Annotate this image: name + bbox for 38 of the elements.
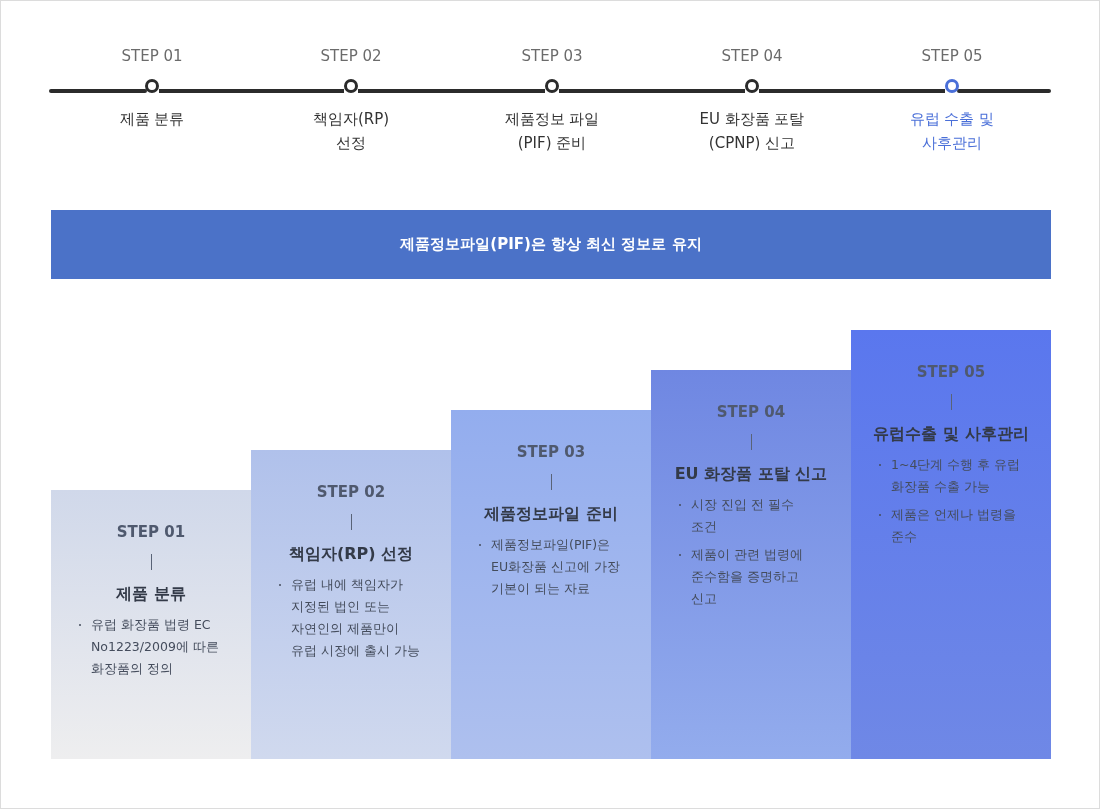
step-number: STEP 03: [516, 442, 586, 463]
bullet-text: 제품정보파일(PIF)은 EU화장품 신고에 가장 기본이 되는 자료: [491, 536, 621, 598]
step-number: STEP 04: [721, 46, 783, 67]
step-label: 책임자(RP) 선정: [311, 109, 391, 154]
step-column: [251, 450, 451, 759]
step-label: 제품정보 파일(PIF) 준비: [504, 109, 600, 154]
step-title: EU 화장품 포탈 신고: [674, 463, 828, 485]
step-column: [451, 410, 651, 759]
bullet-text: 유럽 내에 책임자가 지정된 법인 또는 자연인의 제품만이 유럽 시장에 출시 가능: [291, 576, 421, 660]
bullet-text: 제품은 언제나 법령을 준수: [891, 506, 1017, 546]
step-label: EU 화장품 포탈(CPNP) 신고: [698, 109, 806, 154]
step-title: 제품 분류: [116, 583, 186, 605]
step-title: 책임자(RP) 선정: [288, 543, 414, 565]
timeline-line: [159, 89, 344, 93]
step-number: STEP 03: [521, 46, 583, 67]
step-column: [851, 330, 1051, 759]
step-number: STEP 01: [121, 46, 183, 67]
step-number: STEP 01: [116, 522, 186, 543]
timeline-line: [559, 89, 745, 93]
step-number: STEP 02: [316, 482, 386, 503]
bullet-text: 시장 진입 전 필수 조건: [691, 496, 795, 536]
timeline-line: [759, 89, 945, 93]
timeline-line: [358, 89, 545, 93]
step-number: STEP 02: [320, 46, 382, 67]
bullet-text: 제품이 관련 법령에 준수함을 증명하고 신고: [691, 546, 804, 608]
step-column: [651, 370, 851, 759]
step-number: STEP 05: [921, 46, 983, 67]
bullet-text: 1~4단계 수행 후 유럽 화장품 수출 가능: [891, 456, 1022, 496]
step-column: [51, 490, 251, 759]
bullet-text: 유럽 화장품 법령 EC No1223/2009에 따른 화장품의 정의: [91, 616, 220, 678]
step-label: 유럽 수출 및 사후관리: [908, 109, 996, 154]
step-title: 유럽수출 및 사후관리: [873, 423, 1029, 445]
step-number: STEP 05: [916, 362, 986, 383]
banner: [51, 210, 1051, 279]
banner-text: 제품정보파일(PIF)은 항상 최신 정보로 유지: [400, 235, 702, 254]
step-title: 제품정보파일 준비: [484, 503, 618, 525]
step-number: STEP 04: [716, 402, 786, 423]
step-label: 제품 분류: [119, 109, 185, 130]
